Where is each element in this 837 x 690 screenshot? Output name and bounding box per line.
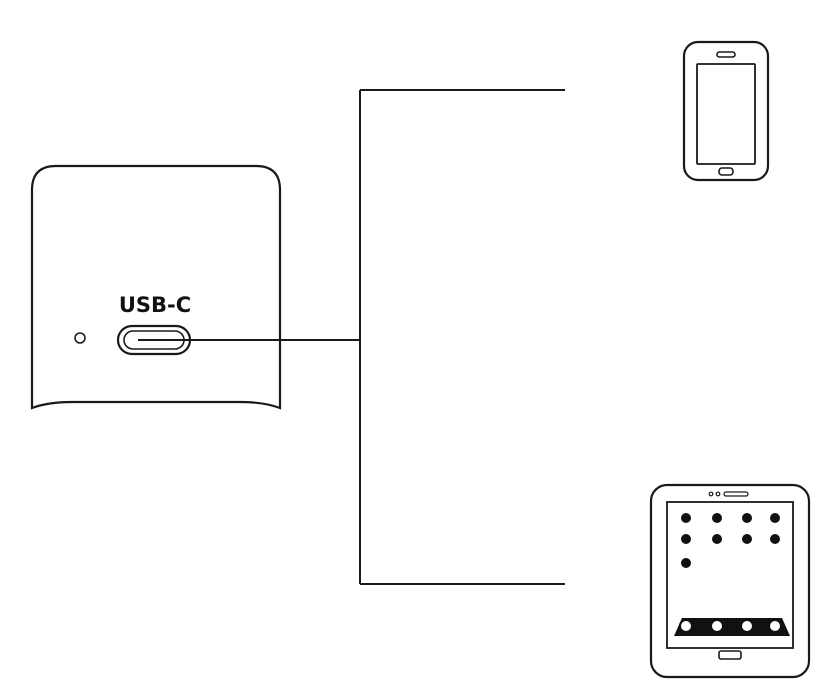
charger-body — [30, 164, 282, 410]
app-icon — [742, 534, 752, 544]
port-label: USB-C — [119, 293, 191, 317]
smartphone-icon — [682, 40, 770, 182]
tablet-icon — [649, 483, 811, 679]
tablet-camera-icon — [708, 491, 714, 497]
dock-icon — [740, 619, 754, 633]
app-icon — [712, 534, 722, 544]
charger: USB-C — [30, 164, 282, 410]
app-icon — [681, 558, 691, 568]
dock-icon — [710, 619, 724, 633]
dock-icon — [679, 619, 693, 633]
dock-icon — [768, 619, 782, 633]
tablet-dock — [674, 618, 790, 636]
app-icon — [712, 513, 722, 523]
app-icon — [681, 534, 691, 544]
tablet-speaker-icon — [723, 491, 749, 497]
app-icon — [681, 513, 691, 523]
status-led-icon — [74, 332, 86, 344]
tablet-home-button-icon — [718, 650, 742, 660]
app-icon — [770, 534, 780, 544]
tablet-app-icons — [681, 513, 780, 568]
app-icon — [742, 513, 752, 523]
usb-cable — [138, 89, 565, 585]
app-icon — [770, 513, 780, 523]
